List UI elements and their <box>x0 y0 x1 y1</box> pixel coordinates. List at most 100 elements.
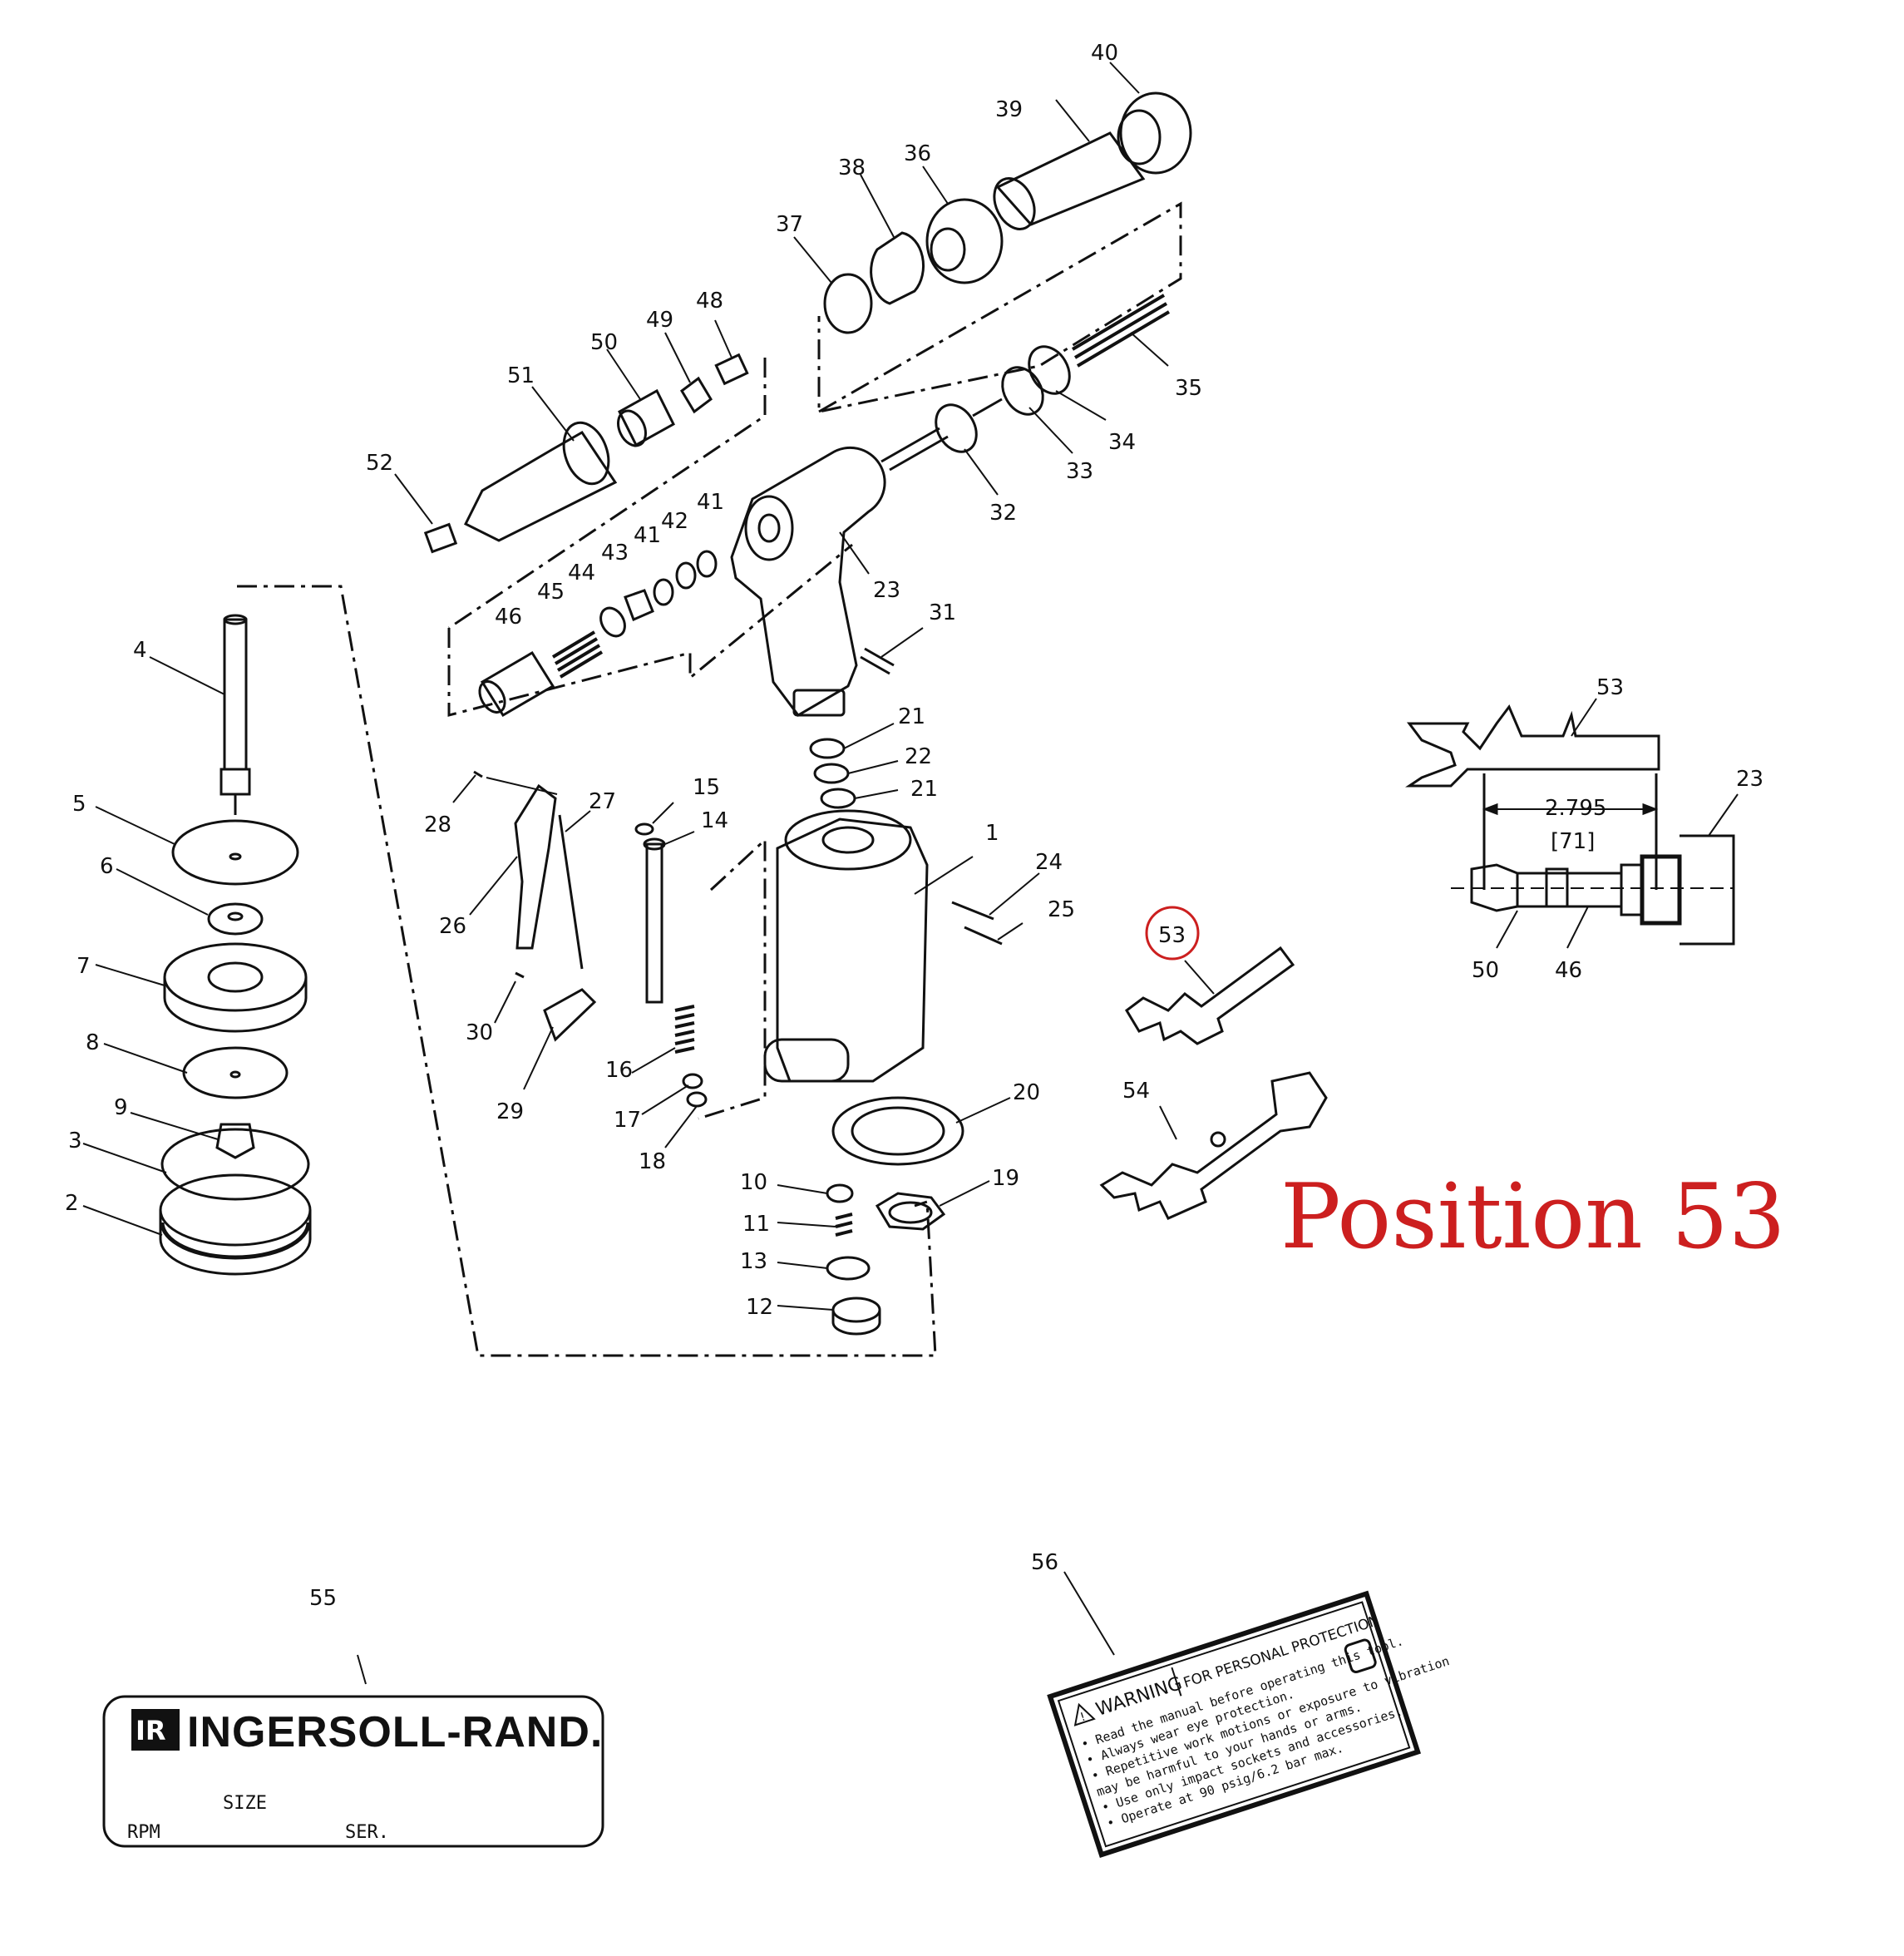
part-19-nut <box>875 1192 946 1231</box>
group-outline-front <box>447 358 853 717</box>
part-20-ring <box>831 1096 964 1166</box>
callout-labels: 1 2 3 4 5 6 7 8 9 10 11 12 13 14 15 16 1… <box>65 41 1763 1611</box>
callout-13: 13 <box>740 1249 767 1274</box>
part-4-spindle <box>220 614 251 815</box>
callout-49: 49 <box>646 308 673 333</box>
part-21-washer-a <box>809 738 846 759</box>
callout-19: 19 <box>992 1166 1019 1191</box>
detail-dimension: 2.795 <box>1545 796 1606 821</box>
group-outline-nose <box>817 201 1182 413</box>
part-38-gasket <box>870 231 925 305</box>
callout-8: 8 <box>86 1030 100 1055</box>
callout-52: 52 <box>366 451 393 476</box>
callout-10: 10 <box>740 1170 767 1195</box>
callout-40: 40 <box>1091 41 1118 66</box>
svg-text:!: ! <box>1078 1711 1087 1725</box>
callout-31: 31 <box>929 600 956 625</box>
part-6-washer <box>207 902 264 936</box>
callout-33: 33 <box>1066 459 1093 484</box>
ir-logo-icon <box>131 1709 180 1751</box>
part-52-screw <box>423 522 458 554</box>
detail-label-23: 23 <box>1736 767 1763 792</box>
part-25-pin <box>964 926 1003 946</box>
callout-17: 17 <box>614 1108 641 1133</box>
callout-30: 30 <box>466 1020 493 1045</box>
part-27-rod <box>558 814 584 970</box>
callout-55: 55 <box>309 1586 337 1611</box>
part-56-warning-label: ! WARNING FOR PERSONAL PROTECTION • Read… <box>1047 1590 1451 1858</box>
detail-label-50: 50 <box>1472 958 1499 983</box>
part-7-ring <box>163 942 308 1033</box>
part-22-oring <box>813 763 850 784</box>
group-outline-base <box>237 585 937 1357</box>
callout-15: 15 <box>693 775 720 800</box>
part-11-spring <box>835 1213 853 1237</box>
detail-head-23 <box>1680 834 1735 946</box>
callout-41-b: 41 <box>697 490 724 515</box>
nameplate-ser-label: SER. <box>345 1822 389 1843</box>
callout-18: 18 <box>639 1149 666 1174</box>
callout-43: 43 <box>601 541 629 566</box>
callout-24: 24 <box>1035 850 1063 875</box>
part-18-washer <box>686 1091 708 1108</box>
part-8-disc <box>182 1046 289 1099</box>
callout-26: 26 <box>439 914 466 939</box>
part-32-piston <box>880 398 1003 472</box>
part-12-plug <box>831 1297 881 1336</box>
part-43-nut <box>624 589 654 622</box>
part-42-washer <box>653 578 674 606</box>
part-41-washer-b <box>696 550 718 578</box>
detail-collet-assembly <box>1451 854 1734 926</box>
part-1-body <box>763 809 929 1083</box>
part-39-frame-head <box>993 131 1146 230</box>
callout-29: 29 <box>496 1099 524 1124</box>
leader-lines <box>82 62 1739 1685</box>
part-34-oring <box>1028 345 1071 395</box>
callout-14: 14 <box>701 808 728 833</box>
callout-32: 32 <box>989 501 1017 526</box>
callout-25: 25 <box>1048 897 1075 922</box>
part-40-knurled-nut <box>1117 91 1192 175</box>
callout-23: 23 <box>873 578 900 603</box>
callout-2: 2 <box>65 1191 79 1216</box>
callout-42: 42 <box>661 509 688 534</box>
callout-38: 38 <box>838 156 866 180</box>
detail-dimension <box>1482 773 1659 890</box>
callout-37: 37 <box>776 212 803 237</box>
callout-11: 11 <box>742 1212 770 1237</box>
part-50-jaw-housing <box>617 388 675 447</box>
callout-4: 4 <box>133 638 147 663</box>
callout-21-upper: 21 <box>898 704 925 729</box>
detail-wrench-53 <box>1405 704 1660 788</box>
svg-text:IR: IR <box>136 1715 166 1746</box>
callout-6: 6 <box>100 854 114 879</box>
callout-16: 16 <box>605 1058 633 1083</box>
part-23-head <box>730 446 886 717</box>
callout-3: 3 <box>68 1129 82 1153</box>
callout-35: 35 <box>1175 376 1202 401</box>
part-15-clip <box>634 822 654 836</box>
part-53-wrench <box>1125 946 1295 1045</box>
callout-54: 54 <box>1122 1079 1150 1104</box>
part-14-valve-stem <box>643 837 666 1004</box>
part-33-oring <box>1001 366 1044 416</box>
part-26-lever <box>514 783 557 950</box>
position-caption: Position 53 <box>1280 1165 1786 1269</box>
part-30-pin <box>515 971 525 979</box>
callout-5: 5 <box>72 792 86 817</box>
callout-41-a: 41 <box>634 523 661 548</box>
callout-12: 12 <box>746 1295 773 1320</box>
callout-22: 22 <box>905 744 932 769</box>
callout-45: 45 <box>537 580 565 605</box>
callout-51: 51 <box>507 363 535 388</box>
part-13-washer <box>826 1256 871 1281</box>
callout-56: 56 <box>1031 1550 1058 1575</box>
part-46-collet <box>478 650 555 718</box>
callout-53-highlight <box>1145 906 1200 961</box>
part-3-ring <box>160 1128 310 1201</box>
detail-label-53: 53 <box>1596 675 1624 700</box>
part-35-spring <box>1071 294 1171 368</box>
callout-7: 7 <box>76 954 91 979</box>
safety-manual-icon <box>1344 1638 1377 1674</box>
